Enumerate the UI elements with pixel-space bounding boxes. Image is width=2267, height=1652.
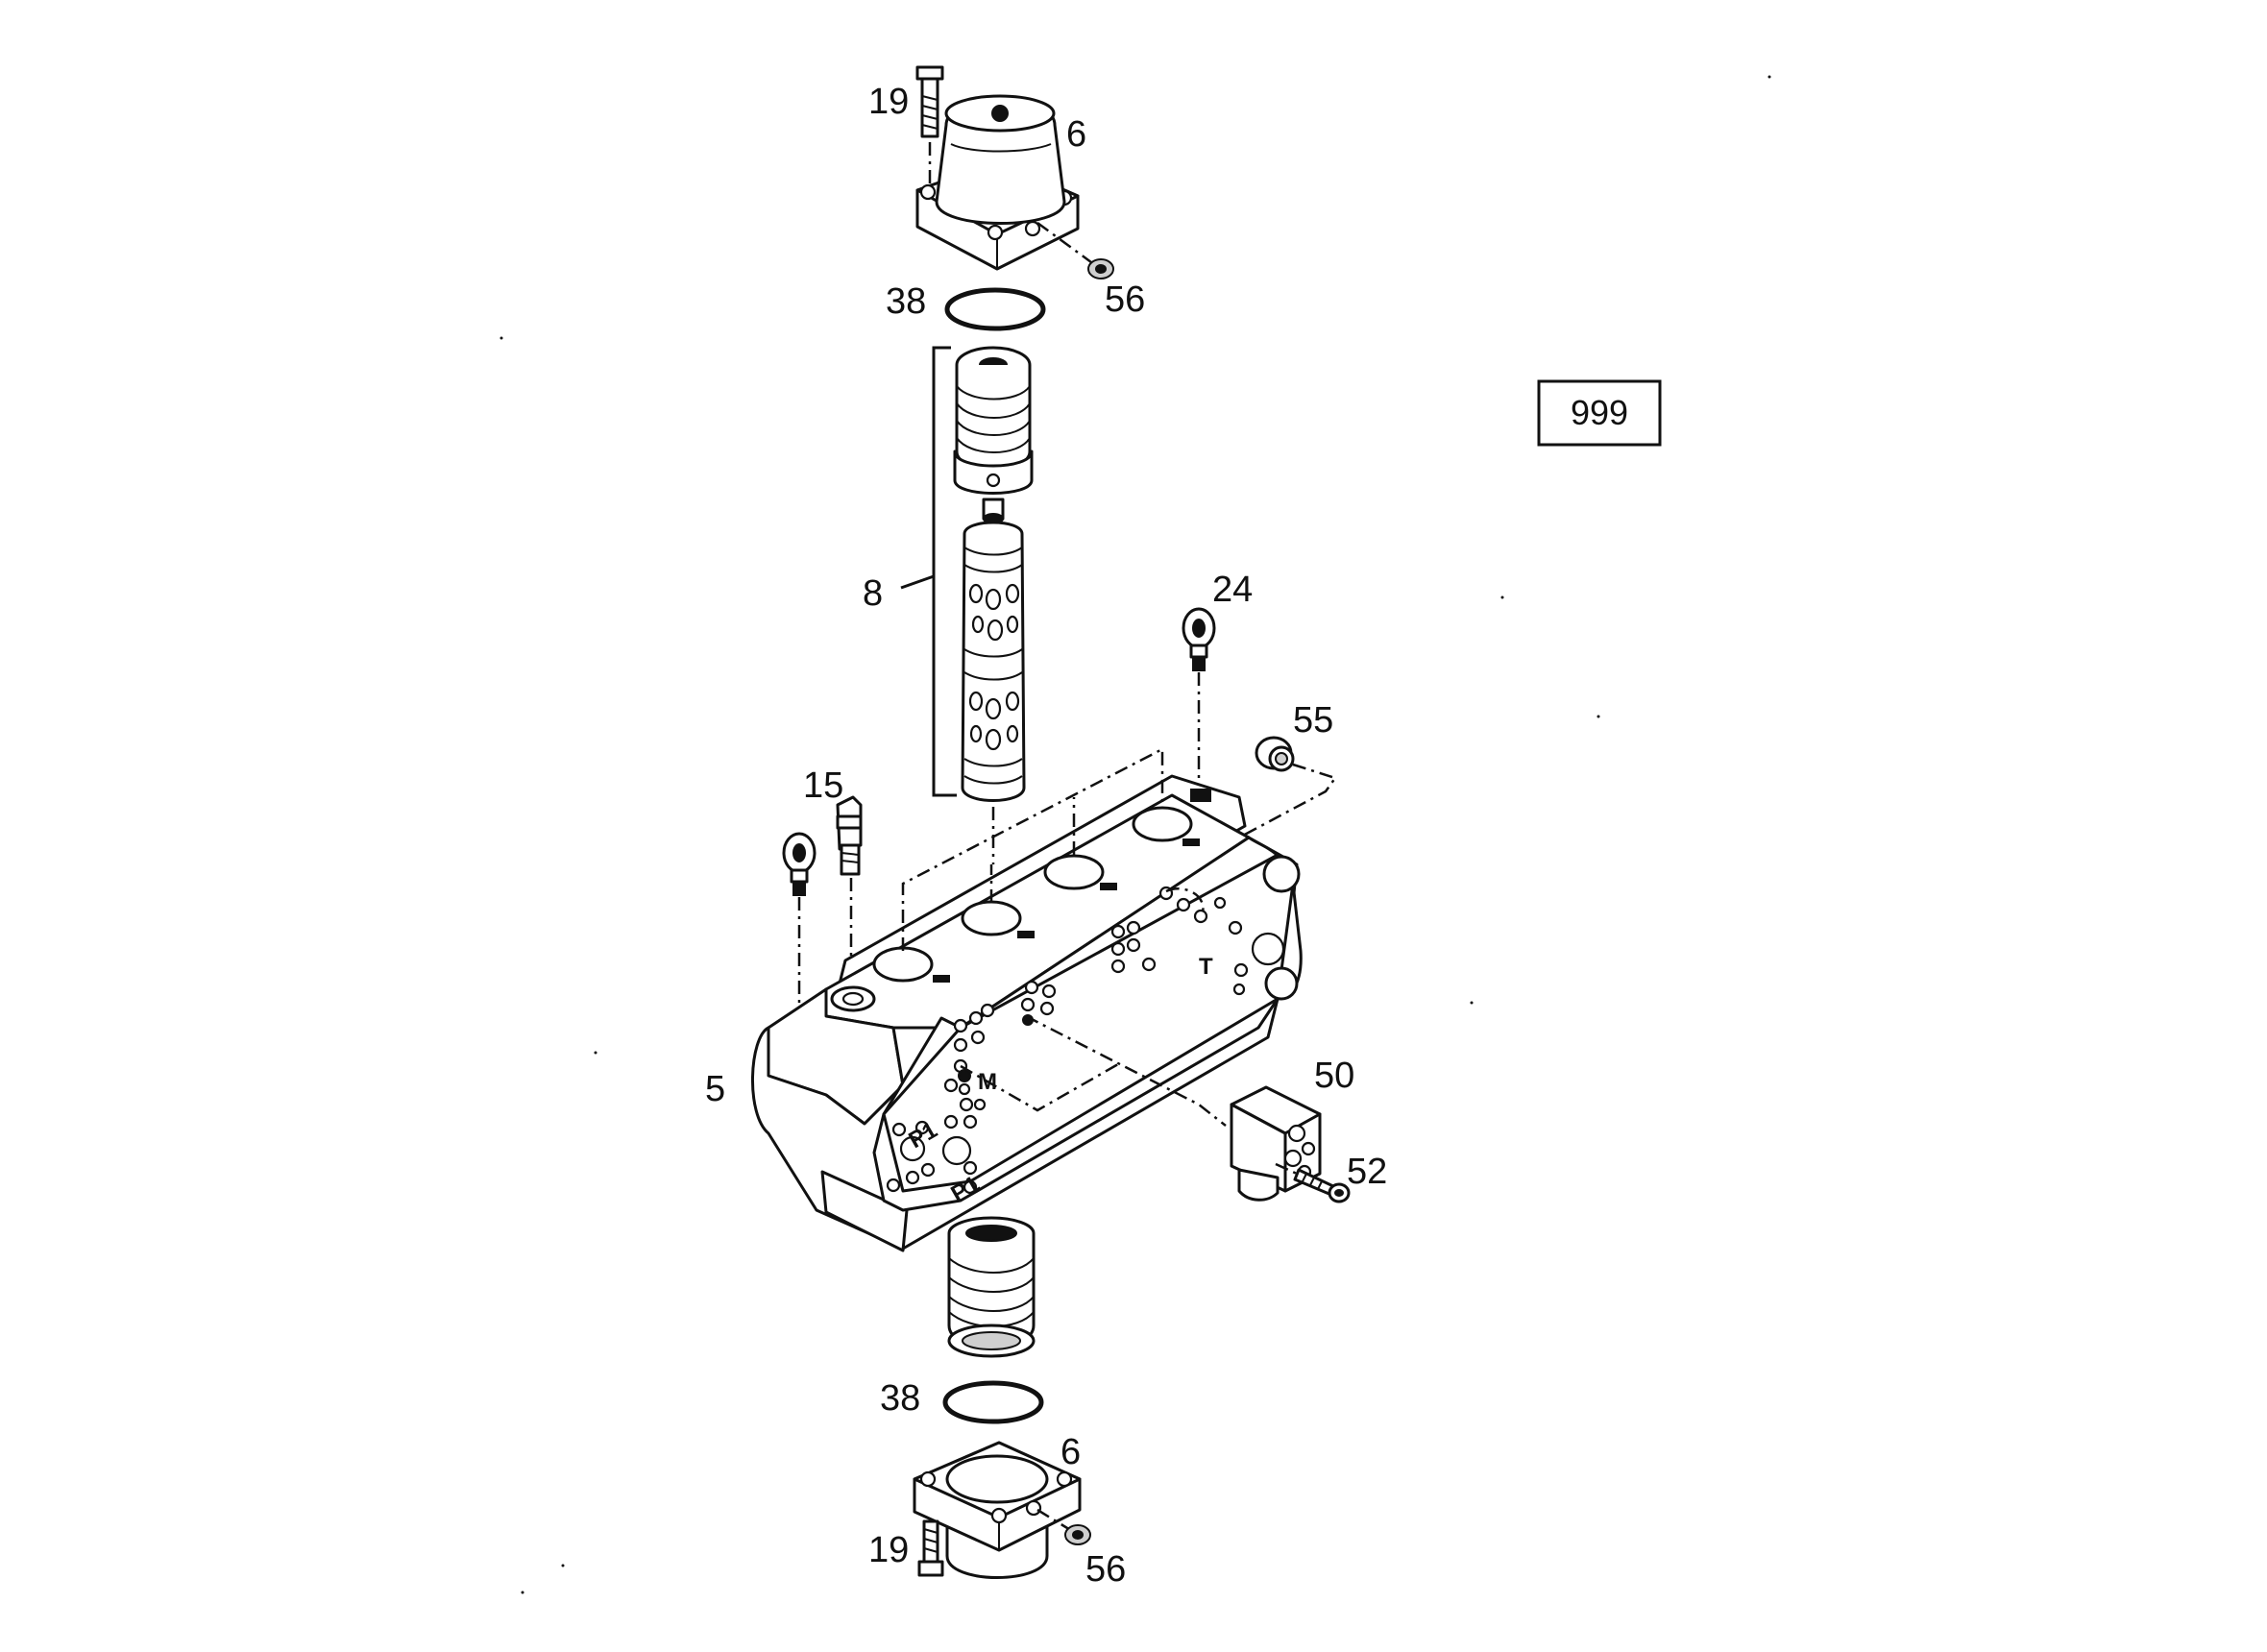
callout-19-top: 19 [868, 82, 909, 122]
callout-8: 8 [863, 573, 883, 614]
valve-body-part-5: P1 P1 M T [751, 746, 1303, 1252]
callout-labels: 19 6 56 38 8 24 55 15 5 50 52 38 6 19 56 [705, 82, 1387, 1590]
callout-50: 50 [1314, 1056, 1354, 1096]
valve-assembly-part-8 [900, 346, 1034, 864]
callout-38-top: 38 [886, 281, 926, 322]
callout-6-top: 6 [1066, 114, 1086, 155]
callout-19-bottom: 19 [868, 1530, 909, 1570]
bottom-cover-part-6 [913, 1441, 1082, 1579]
block-part-50 [1230, 1085, 1322, 1202]
top-cover-part-6 [915, 94, 1080, 271]
bottom-bolt-part-19 [917, 1519, 944, 1577]
bottom-o-ring-part-38 [942, 1380, 1044, 1424]
callout-55: 55 [1293, 700, 1333, 741]
port-t: T [1199, 954, 1213, 980]
fitting-part-15 [836, 795, 863, 970]
callout-6-bottom: 6 [1060, 1432, 1081, 1472]
callout-38-bottom: 38 [880, 1378, 920, 1419]
scan-specks [500, 75, 1771, 1594]
reference-box-label: 999 [1571, 393, 1628, 432]
callout-56-bottom: 56 [1085, 1549, 1126, 1590]
top-o-ring-part-38 [944, 287, 1046, 331]
callout-56-top: 56 [1105, 279, 1145, 320]
top-plug-part-56 [1036, 221, 1114, 279]
top-bolt-part-19 [915, 65, 944, 188]
callout-15: 15 [803, 765, 843, 806]
callout-24: 24 [1212, 570, 1253, 610]
left-eye-bolt [782, 832, 817, 1018]
reference-box: 999 [1537, 379, 1662, 447]
bottom-plug-part-56 [1036, 1508, 1091, 1545]
bottom-spring-assembly [947, 1216, 1036, 1358]
bolt-part-52 [1275, 1162, 1351, 1203]
callout-52: 52 [1347, 1152, 1387, 1192]
eye-bolt-part-24 [1182, 607, 1216, 778]
callout-5: 5 [705, 1069, 725, 1109]
